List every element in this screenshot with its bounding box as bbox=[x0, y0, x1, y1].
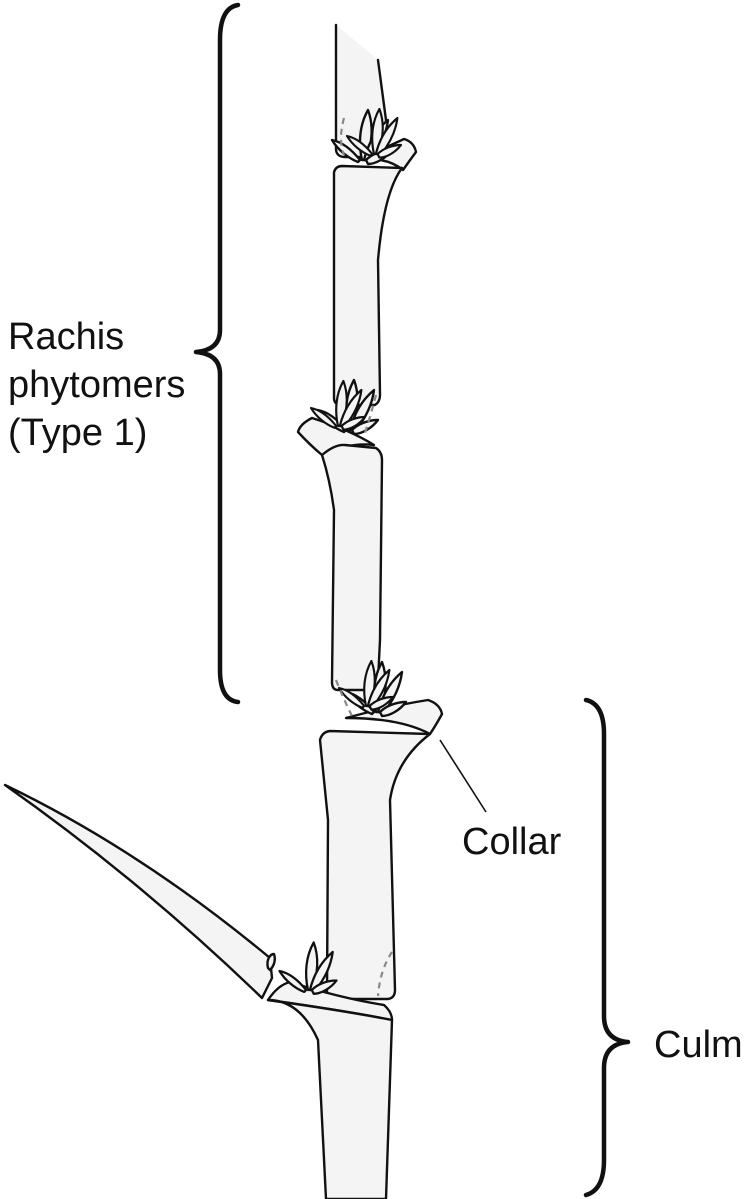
culm-label: Culm bbox=[654, 1024, 743, 1066]
internode-2 bbox=[320, 443, 384, 692]
rachis-label-line3: (Type 1) bbox=[8, 412, 148, 454]
leaf-bud bbox=[266, 952, 276, 972]
brace-culm bbox=[583, 697, 631, 1198]
collar-leader-line bbox=[439, 739, 487, 813]
internode-1 bbox=[332, 164, 404, 407]
dashed-line-2 bbox=[362, 394, 378, 437]
rachis-phytomers-label: Rachis phytomers (Type 1) bbox=[8, 313, 185, 457]
culm-base bbox=[266, 998, 394, 1199]
rachis-label-line2: phytomers bbox=[8, 364, 186, 406]
dashed-line-1 bbox=[339, 117, 346, 156]
dashed-line-4 bbox=[376, 951, 393, 997]
rachis-label-line1: Rachis bbox=[8, 316, 125, 358]
brace-rachis bbox=[193, 2, 241, 705]
internode-3 bbox=[318, 729, 432, 1001]
leaf-blade bbox=[3, 783, 274, 1000]
collar-label: Collar bbox=[462, 821, 562, 863]
dashed-line-3 bbox=[334, 679, 353, 717]
